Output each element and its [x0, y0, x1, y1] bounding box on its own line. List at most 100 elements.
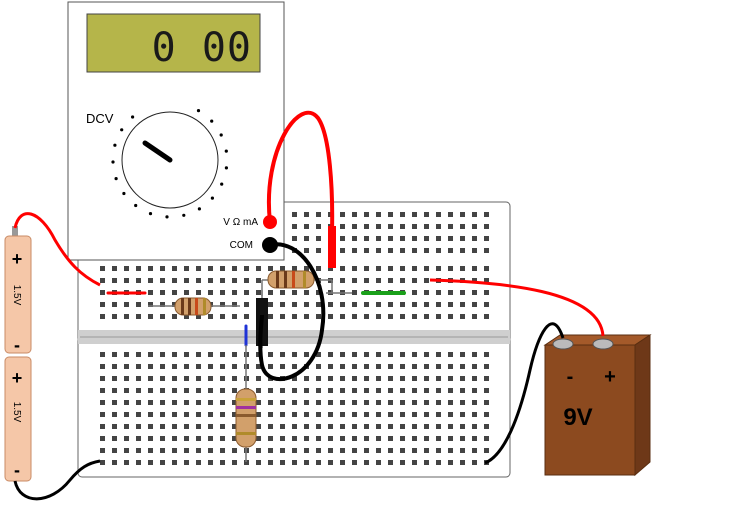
- breadboard-hole: [472, 448, 477, 453]
- breadboard-hole: [196, 436, 201, 441]
- nine-volt-battery: - + 9V: [543, 334, 652, 477]
- aa-top-minus: -: [14, 335, 20, 355]
- breadboard-hole: [244, 314, 249, 319]
- breadboard-hole: [340, 248, 345, 253]
- breadboard-hole: [256, 388, 261, 393]
- breadboard-hole: [232, 302, 237, 307]
- breadboard-hole: [436, 388, 441, 393]
- breadboard-hole: [436, 290, 441, 295]
- breadboard-hole: [340, 460, 345, 465]
- dial-dot: [148, 212, 153, 216]
- breadboard-hole: [292, 236, 297, 241]
- breadboard-hole: [484, 388, 489, 393]
- breadboard-hole: [340, 424, 345, 429]
- breadboard-hole: [352, 236, 357, 241]
- breadboard-hole: [232, 400, 237, 405]
- breadboard-hole: [424, 460, 429, 465]
- breadboard-hole: [388, 224, 393, 229]
- breadboard-hole: [484, 412, 489, 417]
- breadboard-hole: [448, 448, 453, 453]
- red-probe-tip[interactable]: [328, 226, 336, 268]
- dial-dot: [113, 143, 117, 147]
- breadboard-hole: [280, 302, 285, 307]
- breadboard-hole: [472, 290, 477, 295]
- breadboard-hole: [292, 400, 297, 405]
- breadboard-hole: [328, 400, 333, 405]
- breadboard-hole: [256, 436, 261, 441]
- breadboard-hole: [340, 412, 345, 417]
- breadboard-hole: [448, 314, 453, 319]
- breadboard-hole: [412, 460, 417, 465]
- breadboard-hole: [484, 436, 489, 441]
- breadboard-hole: [400, 376, 405, 381]
- breadboard-hole: [340, 314, 345, 319]
- breadboard-hole: [472, 302, 477, 307]
- breadboard-hole: [388, 212, 393, 217]
- breadboard-hole: [316, 224, 321, 229]
- breadboard-hole: [112, 424, 117, 429]
- breadboard-hole: [160, 314, 165, 319]
- breadboard-hole: [292, 364, 297, 369]
- breadboard-hole: [400, 448, 405, 453]
- breadboard-hole: [196, 278, 201, 283]
- breadboard-hole: [148, 302, 153, 307]
- selector-dial[interactable]: [111, 109, 228, 219]
- breadboard-hole: [160, 436, 165, 441]
- dial-dot: [196, 109, 201, 113]
- breadboard-hole: [328, 364, 333, 369]
- breadboard-hole: [448, 376, 453, 381]
- dial-dot: [122, 191, 126, 196]
- breadboard-hole: [472, 400, 477, 405]
- breadboard-hole: [292, 448, 297, 453]
- breadboard-hole: [148, 278, 153, 283]
- breadboard-hole: [316, 436, 321, 441]
- breadboard-hole: [472, 248, 477, 253]
- breadboard-hole: [460, 248, 465, 253]
- breadboard-hole: [340, 302, 345, 307]
- breadboard-hole: [220, 388, 225, 393]
- breadboard-hole: [172, 412, 177, 417]
- breadboard-hole: [436, 424, 441, 429]
- nine-volt-black-wire: [484, 322, 565, 465]
- breadboard-hole: [484, 314, 489, 319]
- breadboard-hole: [316, 352, 321, 357]
- breadboard-hole: [148, 314, 153, 319]
- breadboard-hole: [136, 314, 141, 319]
- dial-dot: [224, 149, 228, 153]
- breadboard-hole: [184, 400, 189, 405]
- breadboard-hole: [376, 436, 381, 441]
- breadboard-hole: [112, 278, 117, 283]
- breadboard-hole: [376, 412, 381, 417]
- breadboard-hole: [172, 266, 177, 271]
- breadboard-hole: [484, 352, 489, 357]
- breadboard-hole: [280, 364, 285, 369]
- multimeter: 0 00 DCV V Ω mA COM: [67, 1, 285, 261]
- aa-battery-bottom: + 1.5V -: [4, 356, 32, 482]
- breadboard-hole: [424, 224, 429, 229]
- breadboard-hole: [424, 290, 429, 295]
- breadboard-hole: [136, 278, 141, 283]
- breadboard-hole: [304, 224, 309, 229]
- breadboard-hole: [484, 448, 489, 453]
- breadboard-hole: [460, 352, 465, 357]
- dial-dot: [224, 166, 228, 170]
- breadboard-hole: [316, 412, 321, 417]
- breadboard-hole: [124, 364, 129, 369]
- lcd-reading: 0 00: [152, 25, 252, 71]
- breadboard-hole: [340, 376, 345, 381]
- breadboard-hole: [424, 236, 429, 241]
- breadboard-hole: [448, 400, 453, 405]
- breadboard-hole: [352, 278, 357, 283]
- breadboard-hole: [112, 460, 117, 465]
- breadboard-hole: [364, 314, 369, 319]
- breadboard-hole: [484, 236, 489, 241]
- breadboard-hole: [112, 436, 117, 441]
- breadboard-hole: [436, 448, 441, 453]
- breadboard-hole: [460, 400, 465, 405]
- breadboard-hole: [340, 400, 345, 405]
- breadboard-hole: [280, 424, 285, 429]
- breadboard-hole: [424, 302, 429, 307]
- breadboard-hole: [448, 364, 453, 369]
- breadboard-hole: [388, 424, 393, 429]
